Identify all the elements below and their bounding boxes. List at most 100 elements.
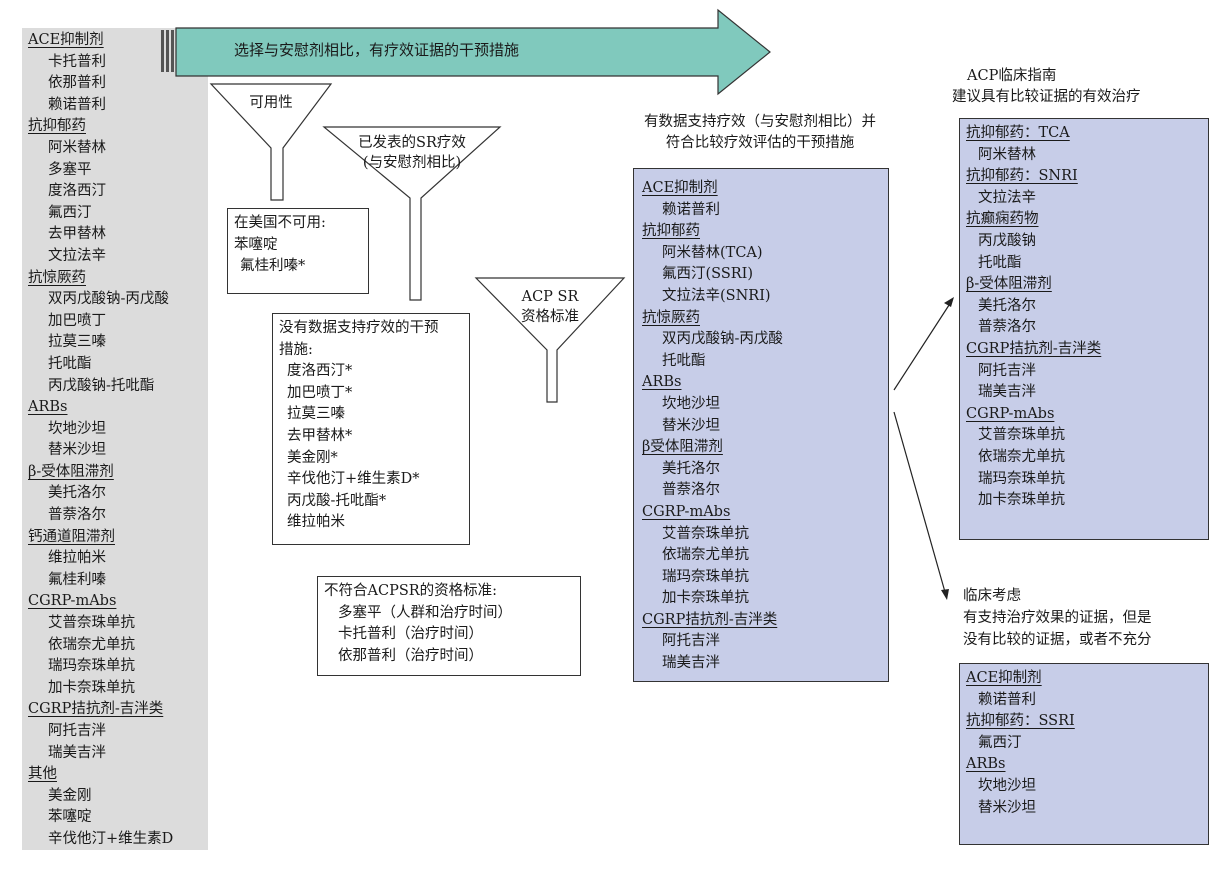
group-item: 替米沙坦 [662,417,720,434]
funnel-acp-label-1: ACP SR [521,289,579,305]
arrow-stripe-3 [171,30,174,72]
group-item: 普萘洛尔 [48,507,106,524]
group-heading: β-受体阻滞剂 [28,463,114,480]
group-item: 度洛西汀 [48,183,106,200]
group-heading: 抗抑郁药 [642,223,700,240]
list-item: 维拉帕米 [287,514,345,531]
right-bottom-heading-1: 临床考虑 [963,588,1021,604]
not-available-item: 苯噻啶 [234,236,278,253]
group-item: 去甲替林 [48,226,106,243]
group-item: 拉莫三嗪 [48,334,106,351]
group-heading: 抗惊厥药 [28,269,86,286]
group-heading: 其他 [28,766,57,783]
no-data-items: 度洛西汀*加巴喷丁*拉莫三嗪去甲替林*美金刚*辛伐他汀+维生素D*丙戊酸-托吡酯… [279,361,463,534]
no-data-title: 没有数据支持疗效的干预 [279,320,439,336]
group-item: 阿托吉泮 [662,633,720,650]
group-heading: CGRP-mAbs [966,405,1055,422]
group-heading: CGRP拮抗剂-吉泮类 [966,340,1102,357]
funnel-published-sr-label-1: 已发表的SR疗效 [358,135,466,151]
group-heading: ARBs [966,756,1006,773]
group-item: 替米沙坦 [978,799,1036,816]
group-item: 氟桂利嗪 [48,571,106,588]
funnel-availability-label: 可用性 [249,95,293,111]
arrow-line-down [893,411,946,593]
group-item: 瑞美吉泮 [978,384,1036,401]
group-item: 双丙戊酸钠-丙戊酸 [662,331,783,348]
group-item: 坎地沙坦 [48,420,106,437]
group-item: 依瑞奈尤单抗 [978,448,1065,465]
group-item: 阿米替林 [978,146,1036,163]
group-item: 辛伐他汀+维生素D [48,830,174,847]
middle-list: ACE抑制剂赖诺普利抗抑郁药阿米替林(TCA)氟西汀(SSRI)文拉法辛(SNR… [642,178,880,675]
list-item: 去甲替林* [287,427,353,444]
group-heading: 抗癫痫药物 [966,211,1039,228]
funnel-availability [209,83,333,201]
group-item: 依那普利 [48,75,106,92]
arrow-banner-text: 选择与安慰剂相比，有疗效证据的干预措施 [234,41,520,59]
group-item: 阿米替林 [48,139,106,156]
not-available-item: 氟桂利嗪* [240,258,306,275]
group-item: 丙戊酸钠 [978,232,1036,249]
not-eligible-items: 多塞平（人群和治疗时间）卡托普利（治疗时间）依那普利（治疗时间） [324,603,574,668]
group-item: 文拉法辛 [48,247,106,264]
group-item: 加卡奈珠单抗 [48,679,135,696]
arrow-shape [175,8,771,96]
group-item: 多塞平 [48,161,92,178]
group-item: 依瑞奈尤单抗 [662,547,749,564]
right-top-heading-1: ACP临床指南 [967,68,1057,84]
not-available-title: 在美国不可用: [234,215,326,231]
group-item: 阿米替林(TCA) [662,244,763,261]
group-item: 加卡奈珠单抗 [662,590,749,607]
left-list: ACE抑制剂卡托普利依那普利赖诺普利抗抑郁药阿米替林多塞平度洛西汀氟西汀去甲替林… [28,30,173,851]
list-item: 丙戊酸-托吡酯* [287,492,387,509]
list-item: 拉莫三嗪 [287,406,345,423]
group-heading: 钙通道阻滞剂 [28,528,115,545]
group-item: 文拉法辛(SNRI) [662,287,771,304]
arrow-head-down [941,589,949,600]
group-item: 瑞玛奈珠单抗 [48,658,135,675]
list-item: 辛伐他汀+维生素D* [287,471,420,488]
group-item: 艾普奈珠单抗 [978,427,1065,444]
arrow-stripe-1 [161,30,164,72]
no-data-box: 没有数据支持疗效的干预 措施: 度洛西汀*加巴喷丁*拉莫三嗪去甲替林*美金刚*辛… [272,313,470,545]
group-item: 美托洛尔 [662,460,720,477]
group-item: 双丙戊酸钠-丙戊酸 [48,291,169,308]
group-item: 卡托普利 [48,53,106,70]
group-heading: β受体阻滞剂 [642,439,723,456]
right-bottom-heading-2: 有支持治疗效果的证据，但是 [963,610,1152,626]
group-item: 托吡酯 [662,352,706,369]
not-available-box: 在美国不可用: 苯噻啶 氟桂利嗪* [227,208,369,294]
group-heading: CGRP拮抗剂-吉泮类 [28,701,164,718]
group-item: 氟西汀 [978,734,1022,751]
group-item: 赖诺普利 [662,201,720,218]
list-item: 卡托普利（治疗时间） [338,626,483,643]
group-heading: ARBs [642,374,682,391]
group-item: 加巴喷丁 [48,312,106,329]
group-item: 赖诺普利 [48,96,106,113]
arrow-stripe-2 [166,30,169,72]
group-item: 维拉帕米 [48,550,106,567]
middle-evidence-box: ACE抑制剂赖诺普利抗抑郁药阿米替林(TCA)氟西汀(SSRI)文拉法辛(SNR… [633,168,889,682]
arrow-head-up [944,297,954,307]
not-eligible-box: 不符合ACPSR的资格标准: 多塞平（人群和治疗时间）卡托普利（治疗时间）依那普… [317,576,581,676]
group-item: 美金刚 [48,787,92,804]
group-item: 瑞玛奈珠单抗 [978,470,1065,487]
right-top-heading-2: 建议具有比较证据的有效治疗 [952,89,1141,105]
group-item: 托吡酯 [48,355,92,372]
group-item: 加卡奈珠单抗 [978,492,1065,509]
group-item: 坎地沙坦 [978,777,1036,794]
arrow-line-up [893,301,952,391]
funnel-acp-label-2: 资格标准 [521,309,579,325]
group-heading: CGRP-mAbs [28,593,117,610]
not-eligible-title: 不符合ACPSR的资格标准: [324,583,498,599]
list-item: 美金刚* [287,449,338,466]
group-item: 替米沙坦 [48,442,106,459]
group-item: 普萘洛尔 [978,319,1036,336]
right-bottom-heading-3: 没有比较的证据，或者不充分 [963,632,1152,648]
funnel-published-sr-label-2: (与安慰剂相比) [362,155,462,171]
list-item: 依那普利（治疗时间） [338,647,483,664]
group-heading: CGRP拮抗剂-吉泮类 [642,611,778,628]
group-item: 依瑞奈尤单抗 [48,636,135,653]
group-heading: ACE抑制剂 [28,32,104,48]
